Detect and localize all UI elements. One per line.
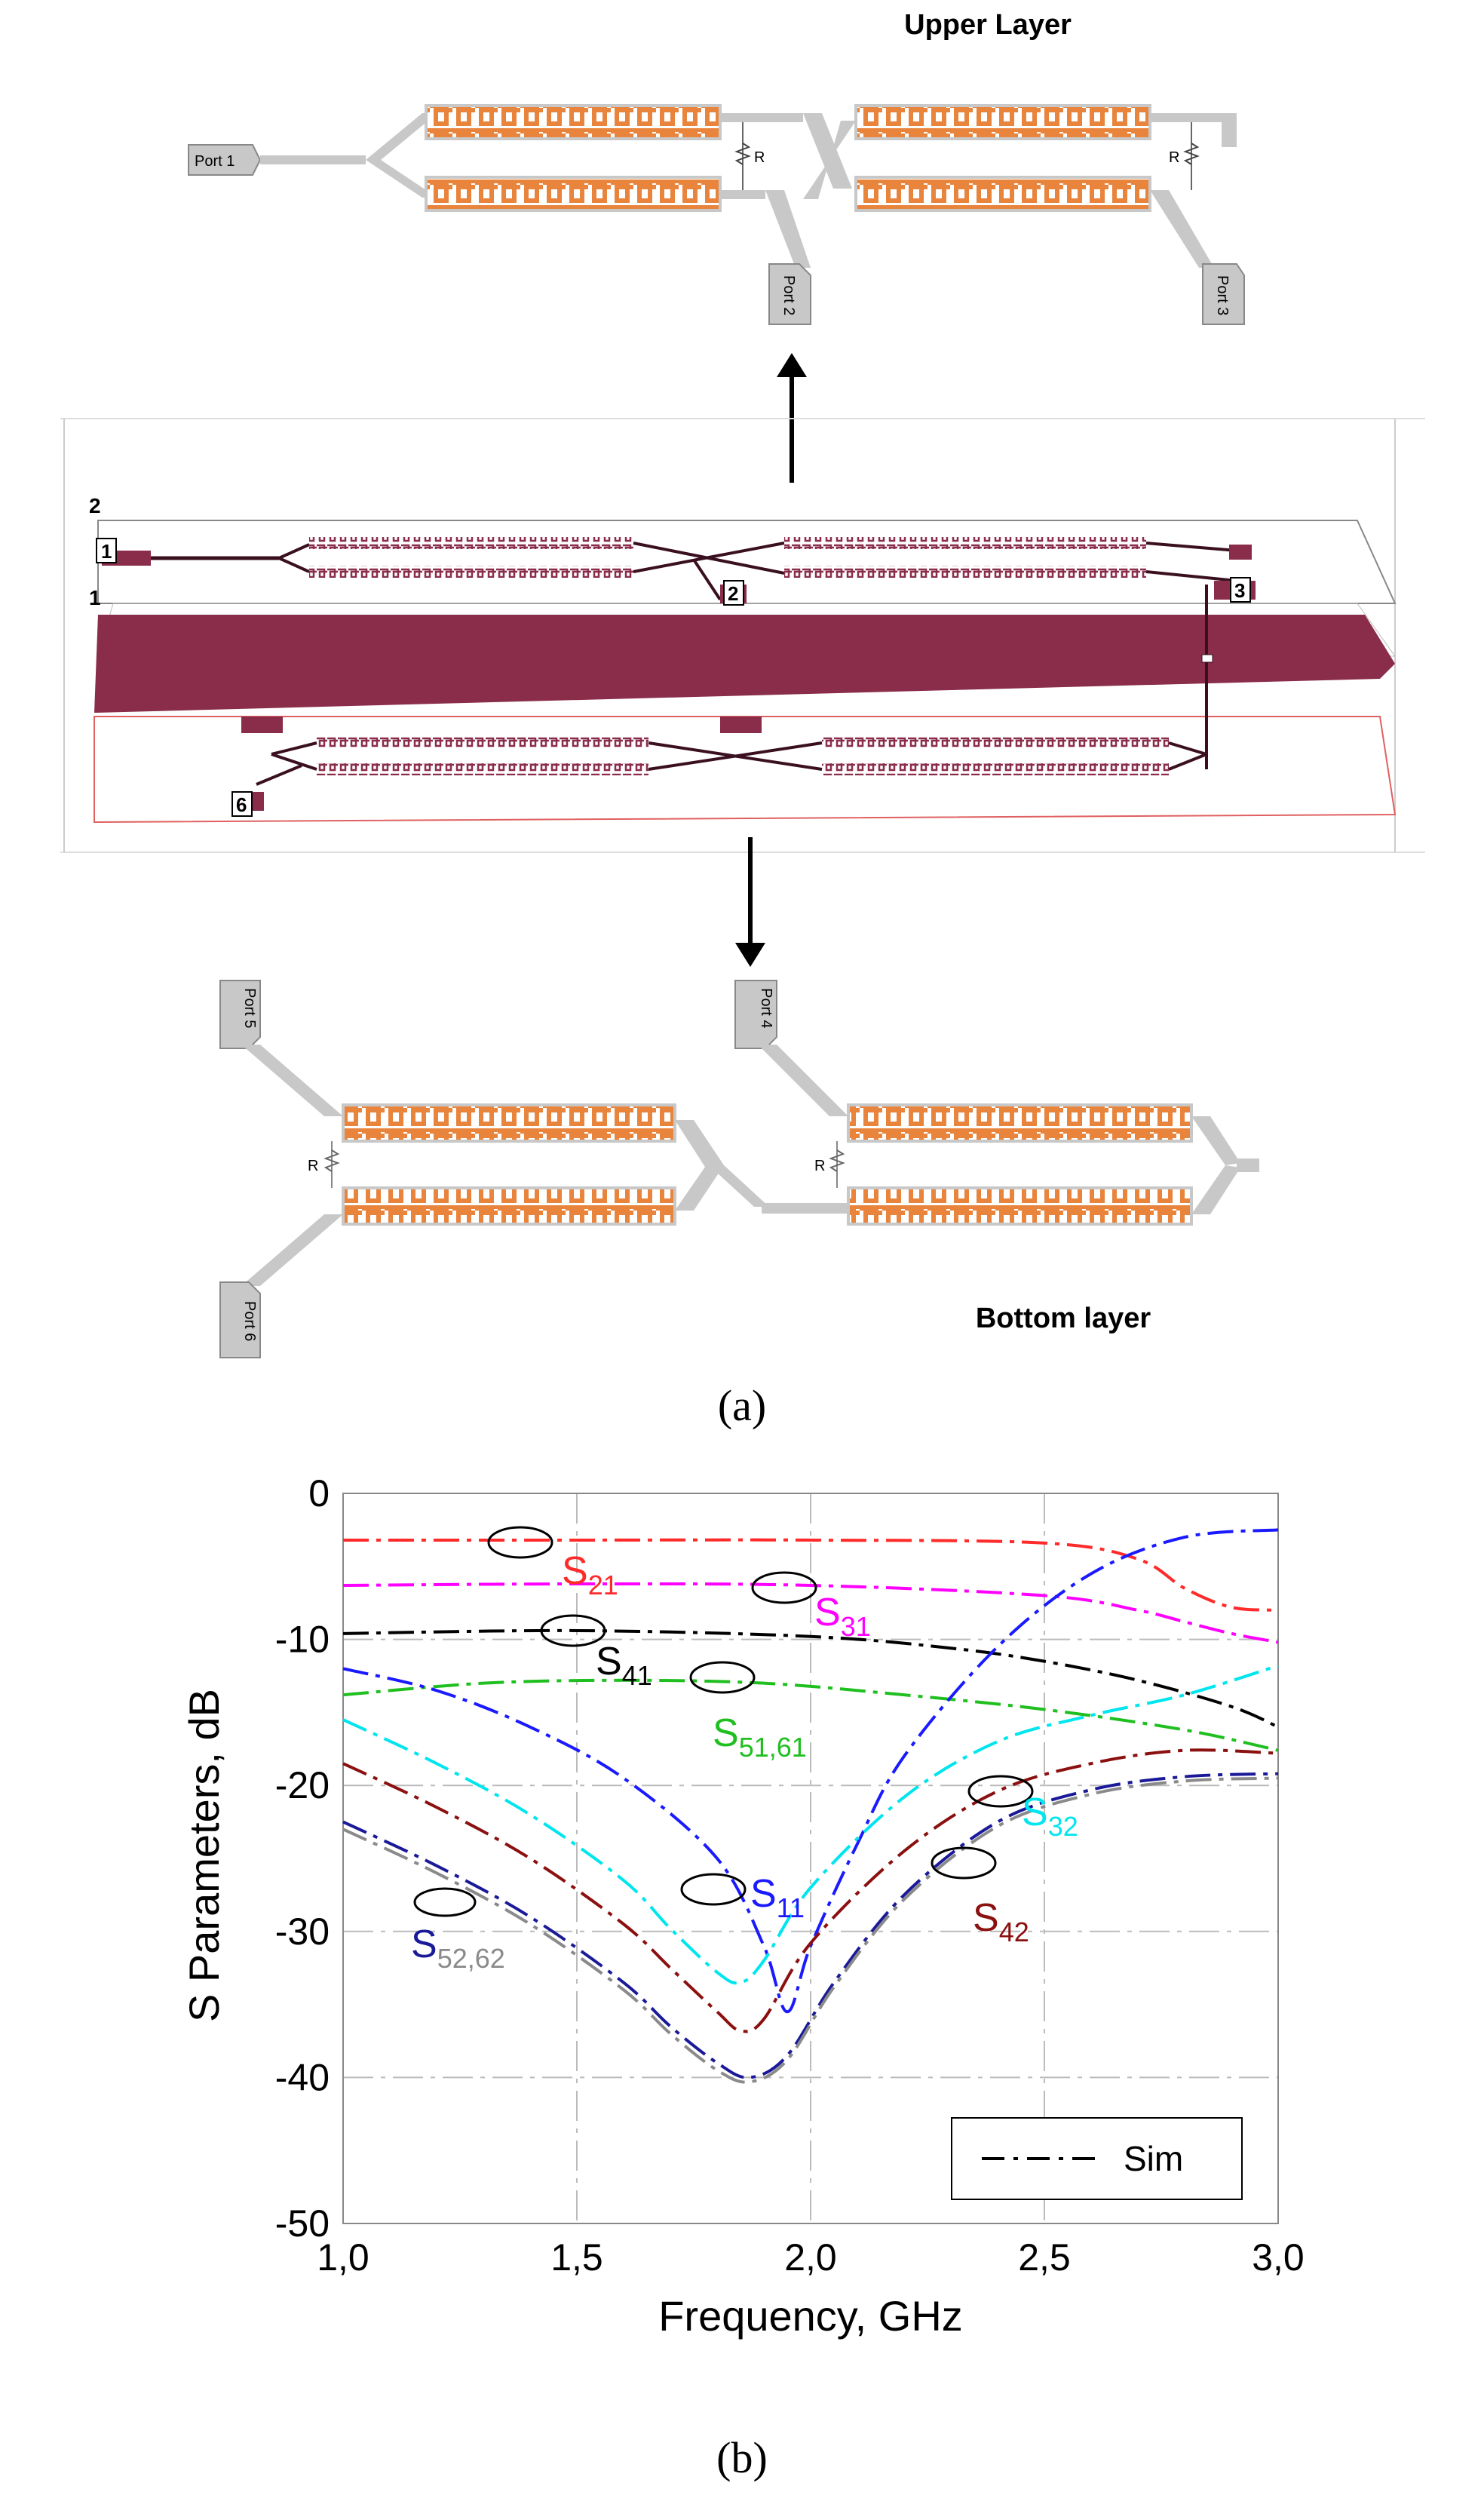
y-tick-label-5: -50 (275, 2202, 330, 2245)
arrow-down-icon (735, 837, 765, 967)
iso-port-2: 2 (728, 582, 738, 605)
iso-layer-label-2: 2 (89, 494, 101, 517)
series-line-s41 (342, 1628, 1279, 1729)
label-s11: S11 (750, 1872, 805, 1923)
series-line-s11 (342, 1528, 1279, 2014)
resistor-label-2: R (1169, 149, 1179, 166)
y-axis-title: S Parameters, dB (180, 1689, 228, 2022)
label-s42: S42 (973, 1896, 1029, 1947)
series-line-s32 (342, 1664, 1279, 1985)
panel-b-s-parameter-chart: 0 -10 -20 -30 -40 -50 1,0 1,5 2,0 2,5 3,0 S21 S31… (180, 1472, 1305, 2340)
stack-3d-view: 2 1 1 2 3 6 (60, 418, 1425, 853)
arrow-up-icon (777, 353, 807, 483)
resistor-label-4: R (814, 1158, 825, 1174)
series-line-s21 (343, 1538, 1279, 1612)
port-4-label: Port 4 (758, 988, 774, 1028)
x-tick-label-1: 1,5 (550, 2236, 603, 2279)
label-s41: S41 (596, 1640, 652, 1691)
series-labels: S21 S31 S41 S51,61 S32 S11 S42 S52,62 (411, 1549, 1078, 1974)
chart-series (342, 1528, 1279, 2084)
panel-b-label: (b) (716, 2433, 768, 2482)
label-s31: S31 (814, 1591, 871, 1642)
panel-a-label: (a) (717, 1381, 767, 1430)
y-tick-label-4: -40 (275, 2056, 330, 2098)
y-tick-label-2: -20 (275, 1764, 330, 1806)
x-axis-title: Frequency, GHz (658, 2292, 963, 2340)
label-s21: S21 (562, 1549, 618, 1600)
x-tick-label-2: 2,0 (784, 2236, 837, 2279)
plot-frame (342, 1493, 1279, 2224)
series-annotation-ellipses (413, 1526, 1034, 1917)
upper-layer-title: Upper Layer (904, 9, 1072, 41)
resistor-label-3: R (308, 1158, 318, 1174)
y-tick-label-1: -10 (275, 1619, 330, 1661)
series-line-s42 (342, 1748, 1279, 2033)
bottom-layer-drawing: Port 5 R Port 6 Port 4 R (219, 980, 1259, 1358)
label-s32: S32 (1022, 1791, 1078, 1842)
iso-port-1: 1 (101, 540, 112, 563)
port-6-label: Port 6 (241, 1301, 258, 1341)
upper-layer-drawing: R Port 2 R Port 3 Port 1 (188, 104, 1245, 325)
resistor-label: R (754, 149, 765, 166)
port-1-label: Port 1 (195, 153, 235, 170)
iso-layer-label-1: 1 (89, 586, 101, 609)
series-line-s51-61 (342, 1678, 1279, 1752)
chart-grid (343, 1493, 1278, 2223)
x-tick-label-0: 1,0 (317, 2236, 369, 2279)
legend-label-sim: Sim (1124, 2139, 1183, 2178)
y-tick-label-0: 0 (308, 1472, 330, 1514)
bottom-layer-title: Bottom layer (976, 1303, 1151, 1334)
y-tick-labels: 0 -10 -20 -30 -40 -50 (275, 1472, 330, 2245)
chart-legend: Sim (951, 2117, 1243, 2200)
label-s52-62: S52,62 (411, 1923, 505, 1974)
panel-a-layout-diagram: Upper Layer R Port 2 R (60, 9, 1425, 1358)
x-tick-label-3: 2,5 (1018, 2236, 1071, 2279)
port-5-label: Port 5 (241, 988, 258, 1028)
x-tick-labels: 1,0 1,5 2,0 2,5 3,0 (317, 2236, 1305, 2279)
iso-port-6: 6 (236, 793, 247, 816)
label-s51-61: S51,61 (713, 1711, 807, 1763)
iso-port-3: 3 (1234, 579, 1245, 602)
port-3-label: Port 3 (1214, 275, 1231, 315)
port-2-label: Port 2 (780, 275, 797, 315)
x-tick-label-4: 3,0 (1252, 2236, 1305, 2279)
y-tick-label-3: -30 (275, 1910, 330, 1953)
